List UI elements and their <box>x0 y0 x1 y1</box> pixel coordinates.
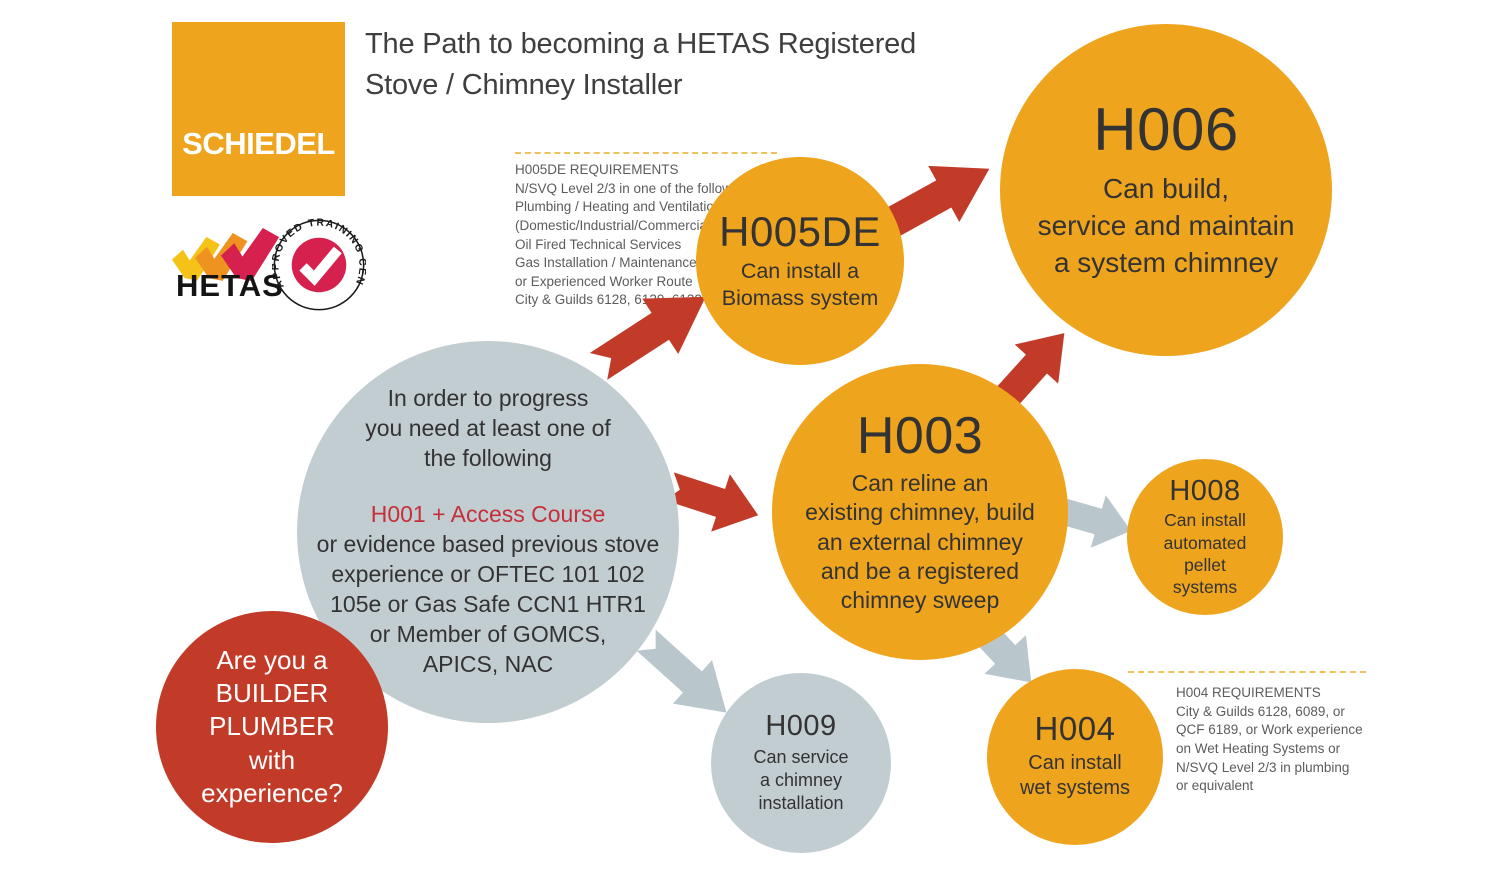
h004-note-line: N/SVQ Level 2/3 in plumbing <box>1176 759 1350 775</box>
h005de-note-line: N/SVQ Level 2/3 in one of the following <box>515 180 750 196</box>
arrow-start-to-h003-icon <box>659 456 769 546</box>
h003-desc-line: chimney sweep <box>840 587 1000 614</box>
h005de-note-line: (Domestic/Industrial/Commercial) <box>515 217 715 233</box>
h004-note-divider <box>1128 671 1366 673</box>
h009-desc-line: installation <box>758 792 844 813</box>
builder-circle-line: with <box>248 744 296 775</box>
approved-training-centre-badge-icon: APPROVED TRAINING CENTRE • <box>272 218 366 311</box>
h005de-code: H005DE <box>719 207 881 255</box>
h004-code: H004 <box>1034 710 1116 748</box>
h004-desc-line: wet systems <box>1019 777 1131 800</box>
start-circle-intro: In order to progress you need at least o… <box>365 384 611 474</box>
arrow-h005de-to-h006-icon <box>865 138 1007 258</box>
h006-desc-line: Can build, <box>1102 173 1230 205</box>
h006-desc-line: a system chimney <box>1053 246 1279 278</box>
builder-circle-line: Are you a <box>216 644 328 675</box>
h004-note-line: or equivalent <box>1176 778 1254 794</box>
start-circle-body: or evidence based previous stove experie… <box>317 530 660 679</box>
arrow-start-to-h005de-icon <box>579 266 726 396</box>
h008-desc-line: Can install <box>1164 510 1246 531</box>
start-body-line: or evidence based previous stove <box>316 531 660 558</box>
h004-note-line: City & Guilds 6128, 6089, or <box>1176 703 1345 719</box>
h005de-circle: H005DE Can install a Biomass system <box>696 157 904 365</box>
page-title-line2: Stove / Chimney Installer <box>365 69 683 102</box>
h003-code: H003 <box>856 406 984 465</box>
start-intro-line: you need at least one of <box>365 415 611 442</box>
start-body-line: experience or OFTEC 101 102 <box>331 560 645 587</box>
h008-desc-line: systems <box>1172 576 1238 597</box>
h005de-note-line: Oil Fired Technical Services <box>515 236 682 252</box>
h009-desc-line: Can service <box>753 746 849 767</box>
start-circle-highlight: H001 + Access Course <box>370 501 606 528</box>
start-intro-line: In order to progress <box>387 385 589 412</box>
h004-circle: H004 Can install wet systems <box>987 669 1163 845</box>
hetas-wordmark: HETAS <box>176 268 284 303</box>
start-intro-line: the following <box>424 445 552 472</box>
h005de-note-divider <box>515 152 777 154</box>
builder-plumber-circle: Are you a BUILDER PLUMBER with experienc… <box>156 611 388 843</box>
h006-desc-line: service and maintain <box>1037 210 1295 242</box>
h005de-requirements-note: H005DE REQUIREMENTS N/SVQ Level 2/3 in o… <box>515 161 750 310</box>
h008-circle: H008 Can install automated pellet system… <box>1127 459 1283 615</box>
h006-desc: Can build, service and maintain a system… <box>1038 171 1295 282</box>
h009-desc-line: a chimney <box>759 769 843 790</box>
h003-desc-line: existing chimney, build <box>805 499 1035 526</box>
schiedel-logo-text: SCHIEDEL <box>182 126 335 161</box>
schiedel-logo: SCHIEDEL <box>172 22 345 196</box>
h004-note-line: on Wet Heating Systems or <box>1176 740 1341 756</box>
h005de-note-line: Gas Installation / Maintenance <box>515 255 697 271</box>
h004-desc-line: Can install <box>1028 751 1122 774</box>
builder-circle-line: BUILDER <box>215 678 329 709</box>
h004-note-line: QCF 6189, or Work experience <box>1176 722 1363 738</box>
h003-circle: H003 Can reline an existing chimney, bui… <box>772 364 1068 660</box>
h003-desc-line: Can reline an <box>851 470 989 497</box>
h003-desc-line: an external chimney <box>817 528 1023 555</box>
page-title-line1: The Path to becoming a HETAS Registered <box>365 28 917 60</box>
h008-desc-line: automated <box>1163 532 1247 553</box>
h005de-desc: Can install a Biomass system <box>722 258 879 313</box>
h004-note-title: H004 REQUIREMENTS <box>1176 685 1321 700</box>
h009-desc: Can service a chimney installation <box>753 746 848 815</box>
hetas-chevrons-icon <box>172 228 280 282</box>
h005de-note-line: Plumbing / Heating and Ventilation <box>515 199 722 215</box>
h005de-desc-line: Can install a <box>740 258 860 283</box>
h008-code: H008 <box>1169 474 1241 507</box>
page-title: The Path to becoming a HETAS Registered … <box>365 24 916 106</box>
h008-desc: Can install automated pellet systems <box>1164 509 1247 598</box>
start-body-line: APICS, NAC <box>422 650 554 677</box>
h008-desc-line: pellet <box>1184 554 1226 575</box>
start-body-line: or Member of GOMCS, <box>369 620 607 647</box>
h006-circle: H006 Can build, service and maintain a s… <box>1000 24 1332 356</box>
arrow-h003-to-h008-icon <box>1046 481 1141 559</box>
h003-desc: Can reline an existing chimney, build an… <box>805 469 1035 615</box>
h005de-desc-line: Biomass system <box>721 286 879 311</box>
arrow-start-to-h009-icon <box>625 617 748 737</box>
start-body-line: 105e or Gas Safe CCN1 HTR1 <box>330 590 646 617</box>
builder-circle-line: PLUMBER <box>209 711 335 742</box>
h009-code: H009 <box>765 710 837 743</box>
h004-requirements-note: H004 REQUIREMENTS City & Guilds 6128, 60… <box>1176 684 1363 796</box>
h003-desc-line: and be a registered <box>820 557 1020 584</box>
h004-desc: Can install wet systems <box>1020 751 1130 802</box>
builder-circle-line: experience? <box>201 777 343 808</box>
h005de-note-line: or Experienced Worker Route <box>515 273 693 289</box>
h006-code: H006 <box>1093 96 1239 164</box>
h005de-note-title: H005DE REQUIREMENTS <box>515 162 679 177</box>
h009-circle: H009 Can service a chimney installation <box>711 673 891 853</box>
